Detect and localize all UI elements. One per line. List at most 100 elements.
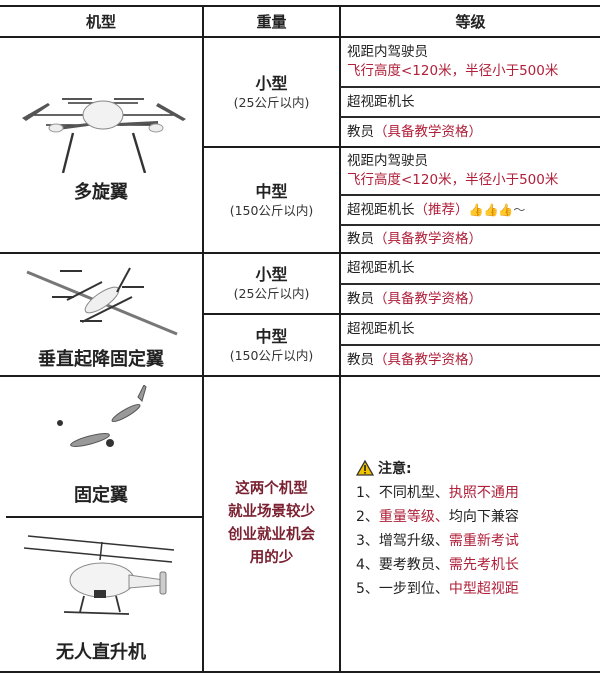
level-title: 教员 xyxy=(347,230,374,247)
level-vlos-pilot: 视距内驾驶员 飞行高度<120米，半径小于500米 xyxy=(341,148,600,194)
level-title: 超视距机长 xyxy=(347,260,415,276)
weight-cell-mr-medium: 中型 (150公斤以内) xyxy=(204,148,339,252)
level-bvlos-captain-recommended: 超视距机长 （推荐） 👍👍👍～ xyxy=(341,196,600,224)
type-label-fixed-wing: 固定翼 xyxy=(74,485,128,506)
level-restriction: 飞行高度<120米，半径小于500米 xyxy=(347,172,559,188)
type-label-helicopter: 无人直升机 xyxy=(56,642,146,663)
weight-limit: (150公斤以内) xyxy=(229,202,314,218)
notice-item: 3、增驾升级、需重新考试 xyxy=(356,529,596,553)
header-bottom-border xyxy=(0,36,600,38)
type-label-vtol: 垂直起降固定翼 xyxy=(38,349,164,370)
level-title: 超视距机长 xyxy=(347,93,415,110)
level-restriction: 飞行高度<120米，半径小于500米 xyxy=(347,63,559,79)
notice-item: 4、要考教员、需先考机长 xyxy=(356,553,596,577)
col-divider-1 xyxy=(202,5,204,673)
weight-cell-vtol-small: 小型 (25公斤以内) xyxy=(204,254,339,313)
level-divider xyxy=(340,194,600,196)
note-line: 用的少 xyxy=(249,550,294,566)
level-title: 视距内驾驶员 xyxy=(347,153,428,169)
notice-item: 2、重量等级、均向下兼容 xyxy=(356,505,596,529)
header-level: 等级 xyxy=(455,13,486,31)
type-cell-helicopter: 无人直升机 xyxy=(0,518,202,671)
col-divider-2 xyxy=(339,5,341,673)
level-divider xyxy=(340,224,600,226)
item-text: 要考教员、 xyxy=(378,557,449,573)
weight-class: 小型 xyxy=(255,265,288,284)
level-qualification: （具备教学资格） xyxy=(374,290,482,307)
item-text-highlight: 需先考机长 xyxy=(448,557,519,573)
weight-class: 小型 xyxy=(255,73,288,93)
notice-block: 注意: 1、不同机型、执照不通用 2、重量等级、均向下兼容 3、增驾升级、需重新… xyxy=(356,457,596,601)
item-number: 2、 xyxy=(356,509,379,525)
level-instructor: 教员 （具备教学资格） xyxy=(341,118,600,146)
level-title: 教员 xyxy=(347,290,374,307)
weight-class: 中型 xyxy=(255,326,288,346)
level-divider xyxy=(340,344,600,346)
level-title: 超视距机长 xyxy=(347,201,415,218)
row-border-multirotor-bottom xyxy=(0,252,600,254)
item-number: 5、 xyxy=(356,581,379,597)
level-instructor: 教员 （具备教学资格） xyxy=(341,226,600,252)
bottom-weight-note: 这两个机型 就业场景较少 创业就业机会 用的少 xyxy=(204,377,339,671)
item-text-highlight: 中型超视距 xyxy=(448,581,519,597)
weight-border-mr xyxy=(203,146,600,148)
level-divider xyxy=(340,116,600,118)
item-text-highlight: 重量等级、 xyxy=(378,509,449,525)
note-line: 创业就业机会 xyxy=(228,527,315,543)
level-divider xyxy=(340,283,600,285)
level-title: 视距内驾驶员 xyxy=(347,44,428,60)
item-number: 4、 xyxy=(356,557,379,573)
level-bvlos-captain: 超视距机长 xyxy=(341,315,600,344)
recommended-tag: （推荐） xyxy=(414,201,469,218)
weight-limit: (150公斤以内) xyxy=(229,347,314,363)
weight-class: 中型 xyxy=(255,181,288,201)
warning-icon xyxy=(356,460,374,476)
type-cell-vtol: 垂直起降固定翼 xyxy=(0,254,202,375)
item-text: 一步到位、 xyxy=(378,581,449,597)
fixed-wing-image xyxy=(57,385,147,447)
thumbs-up-icon: 👍👍👍～ xyxy=(468,202,526,217)
table-top-border xyxy=(0,5,600,7)
level-divider xyxy=(340,86,600,88)
item-text-highlight: 执照不通用 xyxy=(448,485,519,501)
item-text: 增驾升级、 xyxy=(378,533,449,549)
multirotor-drone-image xyxy=(22,98,186,173)
level-vlos-pilot: 视距内驾驶员 飞行高度<120米，半径小于500米 xyxy=(341,38,600,86)
type-cell-fixed-wing: 固定翼 xyxy=(0,377,202,516)
notice-item: 5、一步到位、中型超视距 xyxy=(356,577,596,601)
type-cell-multirotor: 多旋翼 xyxy=(0,38,202,252)
level-title: 教员 xyxy=(347,352,374,368)
level-instructor: 教员 （具备教学资格） xyxy=(341,285,600,313)
weight-cell-vtol-medium: 中型 (150公斤以内) xyxy=(204,315,339,375)
level-bvlos-captain: 超视距机长 xyxy=(341,254,600,283)
helicopter-image xyxy=(24,535,175,615)
weight-cell-mr-small: 小型 (25公斤以内) xyxy=(204,38,339,146)
note-line: 这两个机型 xyxy=(235,481,308,497)
row-border-fixedwing-bottom xyxy=(6,516,203,518)
level-instructor: 教员 （具备教学资格） xyxy=(341,346,600,375)
notice-title: 注意: xyxy=(356,457,596,481)
row-border-vtol-bottom xyxy=(0,375,600,377)
header-weight: 重量 xyxy=(256,13,287,31)
level-bvlos-captain: 超视距机长 xyxy=(341,88,600,116)
vtol-fixed-wing-image xyxy=(26,267,178,336)
item-number: 3、 xyxy=(356,533,379,549)
item-number: 1、 xyxy=(356,485,379,501)
notice-item: 1、不同机型、执照不通用 xyxy=(356,481,596,505)
item-text: 不同机型、 xyxy=(378,485,449,501)
level-qualification: （具备教学资格） xyxy=(374,230,482,247)
weight-limit: (25公斤以内) xyxy=(233,286,310,301)
level-qualification: （具备教学资格） xyxy=(374,123,482,140)
level-qualification: （具备教学资格） xyxy=(374,352,482,368)
level-title: 超视距机长 xyxy=(347,321,415,337)
weight-border-vtol xyxy=(203,313,600,315)
item-text: 均向下兼容 xyxy=(448,509,519,525)
note-line: 就业场景较少 xyxy=(228,504,315,520)
level-title: 教员 xyxy=(347,123,374,140)
notice-title-text: 注意: xyxy=(378,461,412,477)
header-type: 机型 xyxy=(85,13,116,31)
weight-limit: (25公斤以内) xyxy=(233,94,310,110)
type-label-multirotor: 多旋翼 xyxy=(74,182,128,203)
table-bottom-border xyxy=(0,671,600,673)
item-text-highlight: 需重新考试 xyxy=(448,533,519,549)
